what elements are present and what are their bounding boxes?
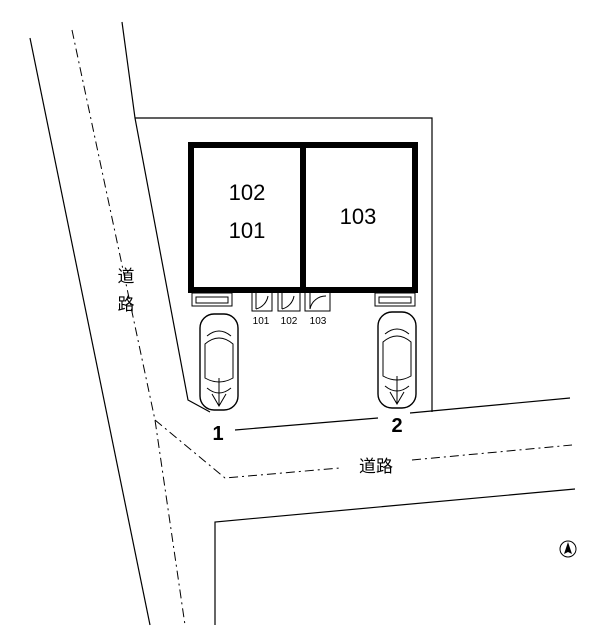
road-centerline-south-2 (411, 444, 573, 461)
lot-boundary (135, 117, 433, 412)
north-arrow-icon (559, 540, 577, 558)
road-centerline-west (71, 29, 186, 626)
road-label-south: 道路 (359, 457, 393, 477)
meter-box-right (374, 292, 416, 307)
door-103 (304, 290, 331, 312)
car-icon (199, 313, 239, 411)
door-101 (251, 290, 273, 312)
car-icon (377, 311, 417, 409)
parking-space-label-1: 1 (212, 423, 223, 445)
door-102 (277, 290, 301, 312)
meter-box-left (191, 292, 233, 307)
road-edge-south-north (234, 417, 379, 431)
door-label-101: 101 (253, 316, 270, 327)
road-label-west-char-1: 道 (118, 267, 135, 287)
unit-label-102: 102 (229, 180, 266, 205)
road-edge-west-outer (29, 37, 151, 626)
road-label-west-char-2: 路 (118, 295, 135, 315)
road-centerline-south (154, 419, 341, 479)
door-label-103: 103 (310, 316, 327, 327)
road-edge-west-inner (121, 21, 211, 413)
parking-space-label-2: 2 (391, 415, 402, 437)
door-label-102: 102 (281, 316, 298, 327)
unit-label-101: 101 (229, 218, 266, 243)
road-edge-south-south (214, 488, 576, 625)
building-block-right (300, 142, 418, 293)
road-edge-south-north-2 (409, 397, 571, 414)
unit-label-103: 103 (340, 204, 377, 229)
